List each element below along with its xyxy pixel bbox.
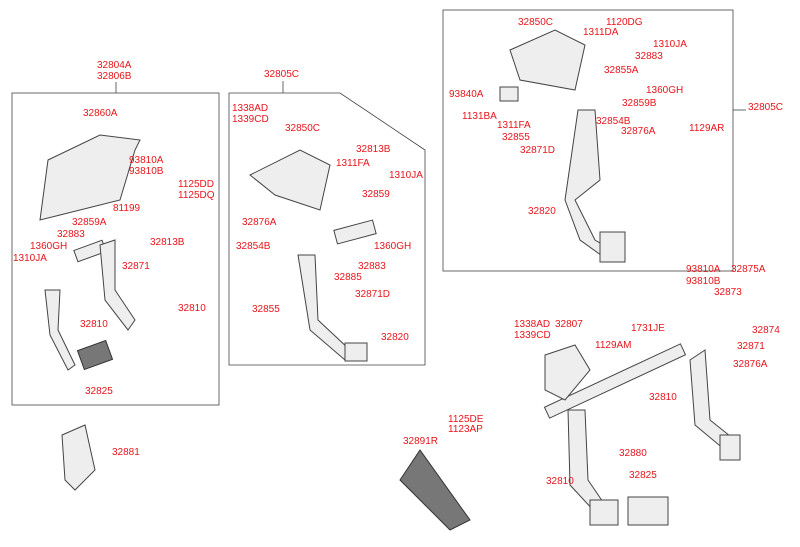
callout-32807[interactable]: 32807 (555, 319, 583, 330)
callout-32813B[interactable]: 32813B (150, 237, 185, 248)
callout-93810B[interactable]: 93810B (129, 166, 164, 177)
callout-32885[interactable]: 32885 (334, 272, 362, 283)
bracket-32881-shape (61, 424, 96, 491)
callout-32859B[interactable]: 32859B (622, 98, 657, 109)
callout-32813B[interactable]: 32813B (356, 144, 391, 155)
pedal-bracket-shape (509, 29, 586, 91)
callout-81199[interactable]: 81199 (113, 203, 141, 214)
callout-32871D[interactable]: 32871D (355, 289, 391, 300)
callout-32805C[interactable]: 32805C (748, 102, 784, 113)
callout-93810A[interactable]: 93810A (129, 155, 164, 166)
callout-32883[interactable]: 32883 (358, 261, 386, 272)
callout-32871D[interactable]: 32871D (520, 145, 556, 156)
callout-32880[interactable]: 32880 (619, 448, 647, 459)
callout-32875A[interactable]: 32875A (731, 264, 766, 275)
callout-32883[interactable]: 32883 (635, 51, 663, 62)
shaft-shape (333, 219, 377, 245)
callout-1131BA[interactable]: 1131BA (462, 111, 497, 122)
callout-93810A[interactable]: 93810A (686, 264, 721, 275)
callout-32810[interactable]: 32810 (80, 319, 108, 330)
callout-32810[interactable]: 32810 (178, 303, 206, 314)
callout-32820[interactable]: 32820 (528, 206, 556, 217)
callout-1338AD[interactable]: 1338AD (232, 103, 269, 114)
callout-1360GH[interactable]: 1360GH (30, 241, 68, 252)
callout-32876A[interactable]: 32876A (621, 126, 656, 137)
callout-1129AM[interactable]: 1129AM (595, 340, 632, 351)
callout-32850C[interactable]: 32850C (518, 17, 554, 28)
pedal-arm-shape (567, 409, 606, 513)
callout-32876A[interactable]: 32876A (733, 359, 768, 370)
callout-32859A[interactable]: 32859A (72, 217, 107, 228)
callout-32805C[interactable]: 32805C (264, 69, 300, 80)
callout-32854B[interactable]: 32854B (596, 116, 631, 127)
accelerator-pad-shape (399, 449, 471, 531)
callout-1310JA[interactable]: 1310JA (389, 170, 423, 181)
pedal-pad-shape (589, 499, 619, 526)
switch-shape (499, 86, 519, 102)
pedal-pad-shape (719, 434, 741, 461)
clutch-pedal-arm-shape (44, 289, 76, 371)
pedal-pad-shape (344, 342, 368, 362)
pedal-pad-shape (627, 496, 669, 526)
callout-1311DA[interactable]: 1311DA (583, 27, 619, 38)
callout-32820[interactable]: 32820 (381, 332, 409, 343)
bracket-32807-shape (544, 344, 591, 401)
callout-32860A[interactable]: 32860A (83, 108, 118, 119)
callout-32825[interactable]: 32825 (629, 470, 657, 481)
callout-32891R[interactable]: 32891R (403, 436, 439, 447)
pedal-pad-shape (76, 339, 114, 371)
right-group-frame (442, 9, 734, 272)
middle-group-frame (228, 92, 426, 366)
callout-1310JA[interactable]: 1310JA (13, 253, 47, 264)
callout-93840A[interactable]: 93840A (449, 89, 484, 100)
callout-1125DD[interactable]: 1125DD (178, 179, 214, 190)
callout-1731JE[interactable]: 1731JE (631, 323, 665, 334)
callout-32883[interactable]: 32883 (57, 229, 85, 240)
callout-1120DG[interactable]: 1120DG (606, 17, 643, 28)
callout-32881[interactable]: 32881 (112, 447, 140, 458)
callout-32876A[interactable]: 32876A (242, 217, 277, 228)
callout-32855[interactable]: 32855 (502, 132, 530, 143)
callout-1311FA[interactable]: 1311FA (497, 120, 531, 131)
callout-32810[interactable]: 32810 (546, 476, 574, 487)
callout-32810[interactable]: 32810 (649, 392, 677, 403)
pedal-bracket-shape (249, 149, 331, 211)
callout-1125DQ[interactable]: 1125DQ (178, 190, 215, 201)
callout-32873[interactable]: 32873 (714, 287, 742, 298)
callout-32825[interactable]: 32825 (85, 386, 113, 397)
callout-32874[interactable]: 32874 (752, 325, 780, 336)
callout-1338AD[interactable]: 1338AD (514, 319, 551, 330)
callout-32855A[interactable]: 32855A (604, 65, 639, 76)
callout-1129AR[interactable]: 1129AR (689, 123, 725, 134)
callout-32855[interactable]: 32855 (252, 304, 280, 315)
callout-1339CD[interactable]: 1339CD (514, 330, 551, 341)
callout-32804A[interactable]: 32804A (97, 60, 132, 71)
brake-pedal-arm-shape (99, 239, 136, 331)
callout-1123AP[interactable]: 1123AP (448, 424, 483, 435)
callout-32871[interactable]: 32871 (737, 341, 765, 352)
callout-1311FA[interactable]: 1311FA (336, 158, 370, 169)
callout-93810B[interactable]: 93810B (686, 276, 721, 287)
pedal-arm-shape (297, 254, 351, 361)
callout-32859[interactable]: 32859 (362, 189, 390, 200)
pedal-bracket-shape (39, 134, 141, 221)
callout-1360GH[interactable]: 1360GH (374, 241, 412, 252)
callout-32854B[interactable]: 32854B (236, 241, 271, 252)
callout-1339CD[interactable]: 1339CD (232, 114, 269, 125)
shaft-shape (543, 343, 687, 419)
callout-32806B[interactable]: 32806B (97, 71, 132, 82)
callout-1310JA[interactable]: 1310JA (653, 39, 687, 50)
callout-1125DE[interactable]: 1125DE (448, 414, 484, 425)
callout-1360GH[interactable]: 1360GH (646, 85, 684, 96)
left-group-frame (11, 92, 220, 406)
callout-32850C[interactable]: 32850C (285, 123, 321, 134)
callout-32871[interactable]: 32871 (122, 261, 150, 272)
pedal-pad-shape (599, 231, 626, 263)
